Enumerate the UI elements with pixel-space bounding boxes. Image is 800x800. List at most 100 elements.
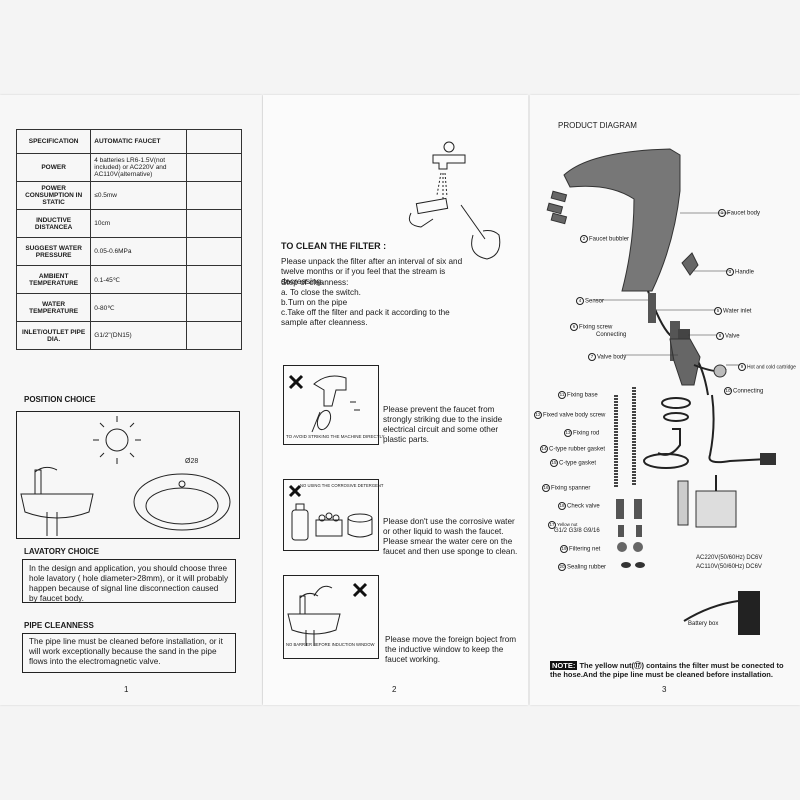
label-battery-box: Battery box — [688, 621, 719, 627]
position-choice-illustration: Ø28 — [16, 411, 240, 539]
barrier-warning-drawing — [287, 582, 368, 646]
transformer-box — [695, 490, 737, 528]
lavatory-choice-text: In the design and application, you shoul… — [22, 559, 236, 603]
spec-row: POWER CONSUMPTION IN STATIC≤0.5mw — [15, 181, 243, 210]
strike-warning-drawing — [288, 374, 360, 433]
step-a: a. To close the switch. — [281, 288, 361, 297]
note-tag: NOTE: — [550, 661, 578, 670]
warning-strike-text: Please prevent the faucet from strongly … — [383, 405, 503, 444]
pipe-cleanness-title: PIPE CLEANNESS — [24, 621, 94, 630]
spec-label: SUGGEST WATER PRESSURE — [15, 237, 92, 266]
clean-filter-title: TO CLEAN THE FILTER : — [281, 241, 387, 251]
valve-body-shape — [669, 338, 701, 386]
spec-label: INLET/OUTLET PIPE DIA. — [15, 321, 92, 350]
warning-strike-box: TO AVOID STRIKING THE MACHINE DIRECTLY — [283, 365, 385, 445]
battery-box-icon — [738, 591, 760, 635]
spec-empty-cell — [185, 265, 243, 294]
spec-empty-cell — [185, 181, 243, 210]
spec-empty-cell — [185, 129, 243, 154]
step-b: b.Turn on the pipe — [281, 298, 348, 307]
step-c: c.Take off the filter and pack it accord… — [281, 308, 450, 327]
hole-diameter-label: Ø28 — [185, 458, 199, 465]
steps-title: Step of cleanness: — [281, 278, 349, 287]
handle-shape — [681, 252, 699, 276]
detergent-caption: NO USING THE CORROSIVE DETERGENT — [300, 483, 384, 488]
manual-page-3: PRODUCT DIAGRAM — [530, 95, 800, 705]
spec-empty-cell — [185, 153, 243, 182]
power-plug-icon — [760, 453, 776, 465]
spec-value: G1/2"(DN15) — [90, 321, 187, 350]
spec-value: 0.1-45℃ — [90, 265, 187, 294]
strike-caption: TO AVOID STRIKING THE MACHINE DIRECTLY — [286, 434, 385, 439]
spec-row: INLET/OUTLET PIPE DIA.G1/2"(DN15) — [15, 321, 243, 350]
spec-label: POWER — [15, 153, 92, 182]
note-block: NOTE: The yellow nut(⑰) contains the fil… — [550, 661, 796, 679]
spec-empty-cell — [185, 293, 243, 322]
page-number: 1 — [124, 685, 129, 694]
filter-cleaning-illustration — [408, 141, 501, 260]
warning-barrier-box: NO BARRIER BEFORE INDUCTION WINDOW — [283, 575, 379, 659]
sun-icon — [93, 416, 141, 464]
sink-position-drawing — [20, 416, 231, 536]
spec-value: 0.05-0.6MPa — [90, 237, 187, 266]
faucet-body-shape — [563, 148, 681, 292]
barrier-caption: NO BARRIER BEFORE INDUCTION WINDOW — [286, 642, 375, 647]
pipe-cleanness-text: The pipe line must be cleaned before ins… — [22, 633, 236, 673]
spec-value: 0-80℃ — [90, 293, 187, 322]
note-text: The yellow nut(⑰) contains the filter mu… — [550, 661, 784, 679]
spec-label: POWER CONSUMPTION IN STATIC — [15, 181, 92, 210]
spec-value: ≤0.5mw — [90, 181, 187, 210]
spec-value: 4 batteries LR6-1.5V(not included) or AC… — [90, 153, 187, 182]
position-choice-title: POSITION CHOICE — [24, 395, 96, 404]
label-ac220: AC220V(50/60Hz) DC6V — [696, 555, 763, 561]
clean-filter-text: Please unpack the filter after an interv… — [281, 257, 463, 286]
warning-detergent-box: NO USING THE CORROSIVE DETERGENT — [283, 479, 383, 551]
page-number: 2 — [392, 685, 397, 694]
spec-label: AMBIENT TEMPERATURE — [15, 265, 92, 294]
spec-label: WATER TEMPERATURE — [15, 293, 92, 322]
spec-empty-cell — [185, 237, 243, 266]
product-diagram-title: PRODUCT DIAGRAM — [558, 121, 637, 130]
page-number: 3 — [662, 685, 667, 694]
lavatory-choice-title: LAVATORY CHOICE — [24, 547, 99, 556]
spec-empty-cell — [185, 321, 243, 350]
exploded-diagram — [546, 148, 776, 635]
warning-barrier-text: Please move the foreign boject from the … — [385, 635, 517, 664]
spec-empty-cell — [185, 209, 243, 238]
warning-detergent-text: Please don't use the corrosive water or … — [383, 517, 518, 556]
spec-label: SPECIFICATION — [15, 129, 92, 154]
spec-value: 10cm — [90, 209, 187, 238]
spec-label: INDUCTIVE DISTANCEA — [15, 209, 92, 238]
detergent-warning-drawing — [288, 484, 373, 541]
label-ac110: AC110V(50/60Hz) DC6V — [696, 564, 762, 570]
label-thread-sizes: G1/2 G3/8 G9/16 — [554, 528, 600, 534]
spec-value: AUTOMATIC FAUCET — [90, 129, 187, 154]
tap-handle-icon — [443, 141, 455, 153]
